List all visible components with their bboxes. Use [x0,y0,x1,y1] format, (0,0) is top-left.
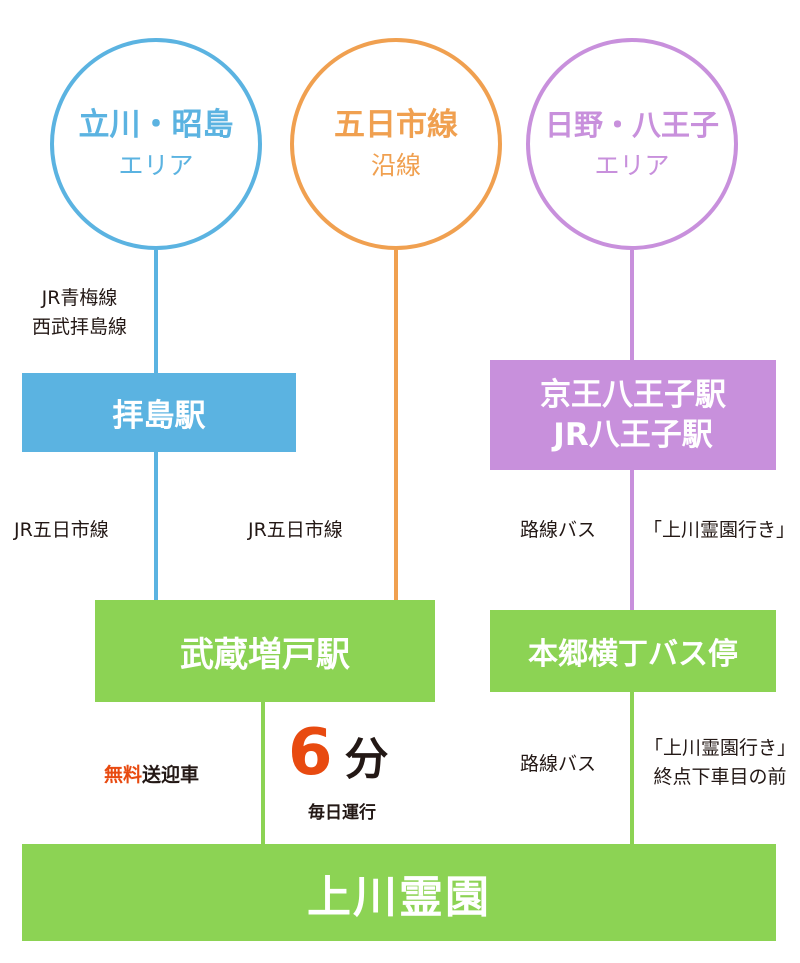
connector-line-shuttle [261,702,265,844]
area-circle-itsukaichi: 五日市線 沿線 [290,38,502,250]
connector-line-bus [630,692,634,844]
area-circle-hino: 日野・八王子 エリア [526,38,738,250]
area-subtitle-hino: エリア [594,151,670,180]
shuttle-label: 無料送迎車 [104,761,199,790]
connector-line-hino [630,250,634,360]
area-title-hino: 日野・八王子 [544,108,719,142]
area-subtitle-itsukaichi: 沿線 [370,151,421,180]
label-left-itsukaichi: JR五日市線 [14,519,109,541]
area-title-itsukaichi: 五日市線 [334,107,458,143]
shuttle-schedule: 毎日運行 [308,803,376,823]
bus-stop-hongo-yokocho: 本郷横丁バス停 [490,610,776,692]
area-subtitle-tachikawa: エリア [118,151,194,180]
label-bound-2-line1: 「上川霊園行き」 [643,737,796,759]
station-musashi-masuko: 武蔵増戸駅 [95,600,435,702]
connector-line-tachikawa [154,250,158,375]
label-left-lines: JR青梅線 西武拝島線 [12,284,147,342]
shuttle-minutes-unit: 分 [344,734,389,785]
label-route-bus-1: 路線バス [520,519,597,541]
shuttle-minutes: 6 [288,716,333,790]
destination-kamikawa-reien: 上川霊園 [22,844,776,941]
station-musashi-masuko-label: 武蔵増戸駅 [180,634,350,675]
label-bound-1: 「上川霊園行き」 [643,519,796,541]
label-route-bus-2: 路線バス [520,753,597,775]
shuttle-vehicle: 送迎車 [142,764,200,786]
connector-line-haijima [154,452,158,600]
bus-stop-hongo-yokocho-label: 本郷横丁バス停 [528,637,738,672]
station-haijima-label: 拝島駅 [112,398,206,434]
station-jr-hachioji-label: JR八王子駅 [553,417,713,453]
station-haijima: 拝島駅 [22,373,296,452]
label-mid-itsukaichi: JR五日市線 [248,519,343,541]
label-ome-line: JR青梅線 [41,287,118,309]
shuttle-free: 無料 [104,764,143,786]
destination-label: 上川霊園 [307,871,491,923]
station-hachioji: 京王八王子駅 JR八王子駅 [490,360,776,470]
connector-line-itsukaichi [394,250,398,600]
label-bound-2: 「上川霊園行き」 終点下車目の前 [640,734,800,792]
station-keio-hachioji-label: 京王八王子駅 [540,377,726,413]
connector-line-hachioji [630,470,634,610]
area-title-tachikawa: 立川・昭島 [78,107,234,143]
label-bound-2-line2: 終点下車目の前 [653,766,787,788]
area-circle-tachikawa: 立川・昭島 エリア [50,38,262,250]
label-haijima-line: 西武拝島線 [31,316,127,338]
